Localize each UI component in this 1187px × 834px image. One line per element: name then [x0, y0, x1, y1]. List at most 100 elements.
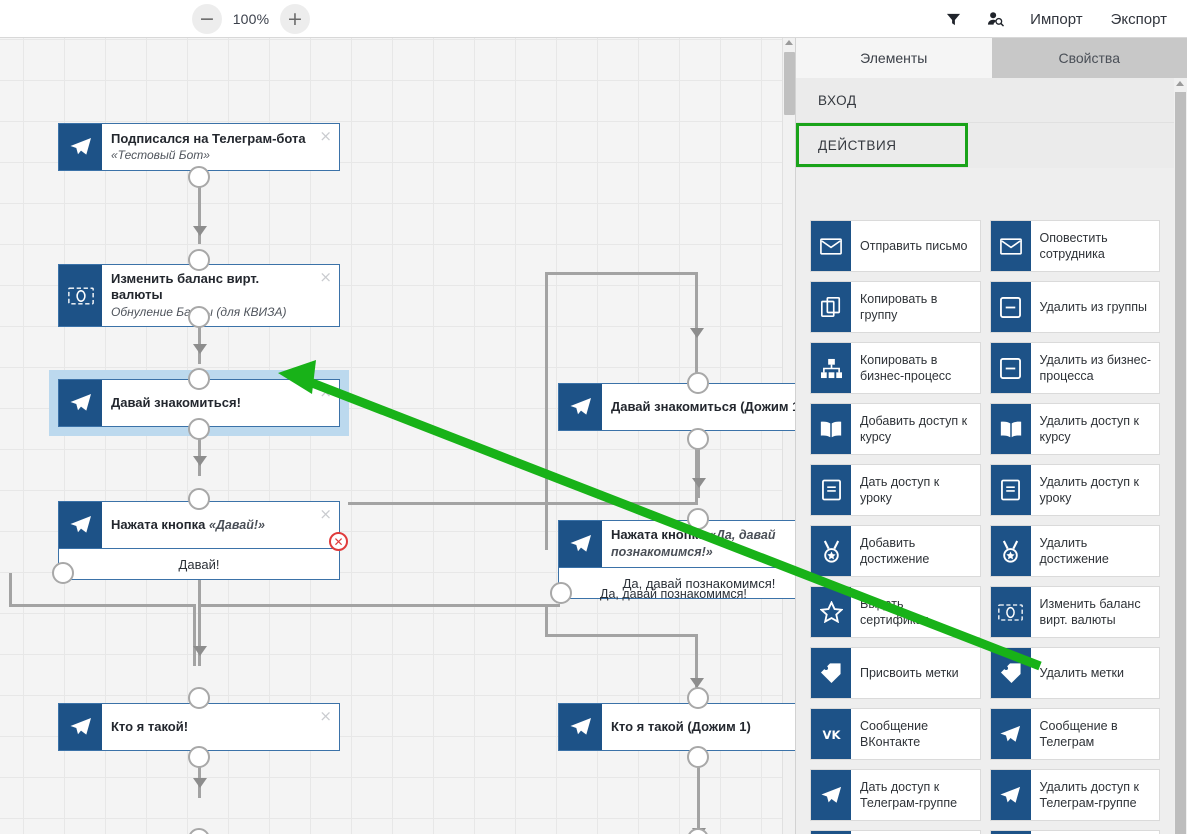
- filter-button[interactable]: [932, 2, 974, 36]
- close-icon[interactable]: ×: [319, 507, 332, 522]
- action-card-label: Копировать в группу: [851, 282, 980, 332]
- section-vhod[interactable]: ВХОД: [796, 78, 1187, 123]
- action-card[interactable]: Отправить письмо: [810, 220, 981, 272]
- arrowhead-to-n7: [690, 328, 704, 338]
- section-deystviya[interactable]: ДЕЙСТВИЯ: [796, 123, 968, 168]
- edge-n8btn-h1: [200, 604, 560, 607]
- action-card[interactable]: Копировать в бизнес-процесс: [810, 342, 981, 394]
- action-card[interactable]: Выдать сертификат: [810, 586, 981, 638]
- node-port-error-n4[interactable]: ✕: [329, 532, 348, 551]
- action-card[interactable]: Сообщение в Телеграм: [990, 708, 1161, 760]
- node-telegram-subscribe[interactable]: Подписался на Телеграм-бота «Тестовый Бо…: [58, 123, 340, 171]
- panel-scrollbar[interactable]: [1174, 78, 1187, 834]
- node-port-in-n7[interactable]: [687, 372, 709, 394]
- tab-properties[interactable]: Свойства: [992, 38, 1187, 78]
- node-port-in-n8[interactable]: [687, 508, 709, 530]
- zoom-in-button[interactable]: +: [280, 4, 310, 34]
- action-card-label: Удалить из бизнес-процесса: [1031, 343, 1160, 393]
- node-button-option[interactable]: Давай!: [59, 548, 339, 579]
- panel-scrollbar-thumb[interactable]: [1175, 92, 1186, 834]
- node-port-in-n2[interactable]: [188, 249, 210, 271]
- import-button[interactable]: Импорт: [1016, 2, 1096, 36]
- arrowhead-n3-n4: [193, 456, 207, 466]
- copy-icon: [811, 282, 851, 332]
- scroll-up-arrow-icon[interactable]: [785, 40, 793, 45]
- node-who-am-i[interactable]: Кто я такой! ×: [58, 703, 340, 751]
- zoom-controls: − 100% +: [192, 4, 310, 34]
- svg-text:VK: VK: [822, 727, 841, 741]
- node-title: Нажата кнопка «Давай!»: [111, 517, 313, 534]
- action-card[interactable]: Удалить доступ к уроку: [990, 464, 1161, 516]
- node-port-in-n9[interactable]: [687, 687, 709, 709]
- action-card[interactable]: Удалить из бизнес-процесса: [990, 342, 1161, 394]
- envelope-icon: [991, 221, 1031, 271]
- node-who-am-i-followup-1[interactable]: Кто я такой (Дожим 1): [558, 703, 795, 751]
- node-port-in-n3[interactable]: [188, 368, 210, 390]
- node-body: Давай знакомиться (Дожим 1): [559, 384, 795, 430]
- panel-scroll-up-arrow-icon[interactable]: [1176, 81, 1184, 86]
- action-card[interactable]: Удалить доступ к Телеграм-группе: [990, 769, 1161, 821]
- node-port-in-n6[interactable]: [188, 828, 210, 834]
- node-port-out-n3[interactable]: [188, 418, 210, 440]
- export-button[interactable]: Экспорт: [1097, 2, 1181, 36]
- node-port-button-out-n4[interactable]: [52, 562, 74, 584]
- action-card[interactable]: Оповестить сотрудника: [990, 220, 1161, 272]
- close-icon[interactable]: ×: [319, 385, 332, 400]
- zoom-level-value: 100%: [230, 11, 272, 27]
- flow-canvas[interactable]: Подписался на Телеграм-бота «Тестовый Бо…: [0, 38, 795, 834]
- close-icon[interactable]: ×: [319, 270, 332, 285]
- action-card[interactable]: Удалить из группы: [990, 281, 1161, 333]
- edge-n9-down: [697, 758, 700, 834]
- node-port-out-n9[interactable]: [687, 746, 709, 768]
- node-port-button-out-n8[interactable]: [550, 582, 572, 604]
- node-body: Кто я такой (Дожим 1): [559, 704, 795, 750]
- action-card[interactable]: Копировать в группу: [810, 281, 981, 333]
- node-port-out-n5[interactable]: [188, 746, 210, 768]
- action-card-label: Удалить доступ к курсу: [1031, 404, 1160, 454]
- node-subtitle: «Тестовый Бот»: [111, 148, 313, 164]
- node-port-in-n4[interactable]: [188, 488, 210, 510]
- close-icon[interactable]: ×: [319, 709, 332, 724]
- tag-icon: [991, 648, 1031, 698]
- action-card[interactable]: Дать доступ к уроку: [810, 464, 981, 516]
- filter-icon: [946, 12, 961, 27]
- action-card[interactable]: Пауза: [810, 830, 981, 834]
- node-title: Кто я такой!: [111, 719, 313, 735]
- action-card[interactable]: Удалить доступ к курсу: [990, 403, 1161, 455]
- canvas-scrollbar-thumb[interactable]: [784, 52, 795, 115]
- action-card-label: Удалить доступ к Телеграм-группе: [1031, 770, 1160, 820]
- action-card[interactable]: Добавить доступ к курсу: [810, 403, 981, 455]
- action-card[interactable]: Изменить баланс вирт. валюты: [990, 586, 1161, 638]
- telegram-icon: [991, 770, 1031, 820]
- actions-row: Дать доступ к урокуУдалить доступ к урок…: [810, 464, 1160, 516]
- node-subtitle: Обнуление Баллы (для КВИЗА): [111, 305, 313, 321]
- tab-elements[interactable]: Элементы: [796, 38, 992, 78]
- arrowhead-n1-n2: [193, 226, 207, 236]
- action-card-label: Выдать сертификат: [851, 587, 980, 637]
- action-card[interactable]: Удалить достижение: [990, 525, 1161, 577]
- action-card[interactable]: %Персональное предложение: [990, 830, 1161, 834]
- node-port-out-n1[interactable]: [188, 166, 210, 188]
- node-port-out-n7[interactable]: [687, 428, 709, 450]
- actions-row: Выдать сертификатИзменить баланс вирт. в…: [810, 586, 1160, 638]
- action-card[interactable]: VKСообщение ВКонтакте: [810, 708, 981, 760]
- user-search-button[interactable]: [974, 2, 1016, 36]
- action-card[interactable]: Удалить метки: [990, 647, 1161, 699]
- zoom-out-button[interactable]: −: [192, 4, 222, 34]
- node-body: Кто я такой!: [59, 704, 339, 750]
- actions-row: Пауза %Персональное предложение: [810, 830, 1160, 834]
- node-button-pressed-davai[interactable]: Нажата кнопка «Давай!» × Давай!: [58, 501, 340, 580]
- action-card[interactable]: Присвоить метки: [810, 647, 981, 699]
- action-card[interactable]: Дать доступ к Телеграм-группе: [810, 769, 981, 821]
- arrowhead-n4-n5: [193, 646, 207, 656]
- edge-n4btn-h1: [9, 604, 196, 607]
- node-lets-meet-followup-1[interactable]: Давай знакомиться (Дожим 1): [558, 383, 795, 431]
- telegram-icon: [559, 521, 602, 567]
- action-card-label: Удалить из группы: [1031, 282, 1160, 332]
- close-icon[interactable]: ×: [319, 129, 332, 144]
- telegram-icon: [59, 380, 102, 426]
- node-port-out-n2[interactable]: [188, 306, 210, 328]
- action-card[interactable]: Добавить достижение: [810, 525, 981, 577]
- node-title: Давай знакомиться (Дожим 1): [611, 399, 795, 415]
- node-port-in-n5[interactable]: [188, 687, 210, 709]
